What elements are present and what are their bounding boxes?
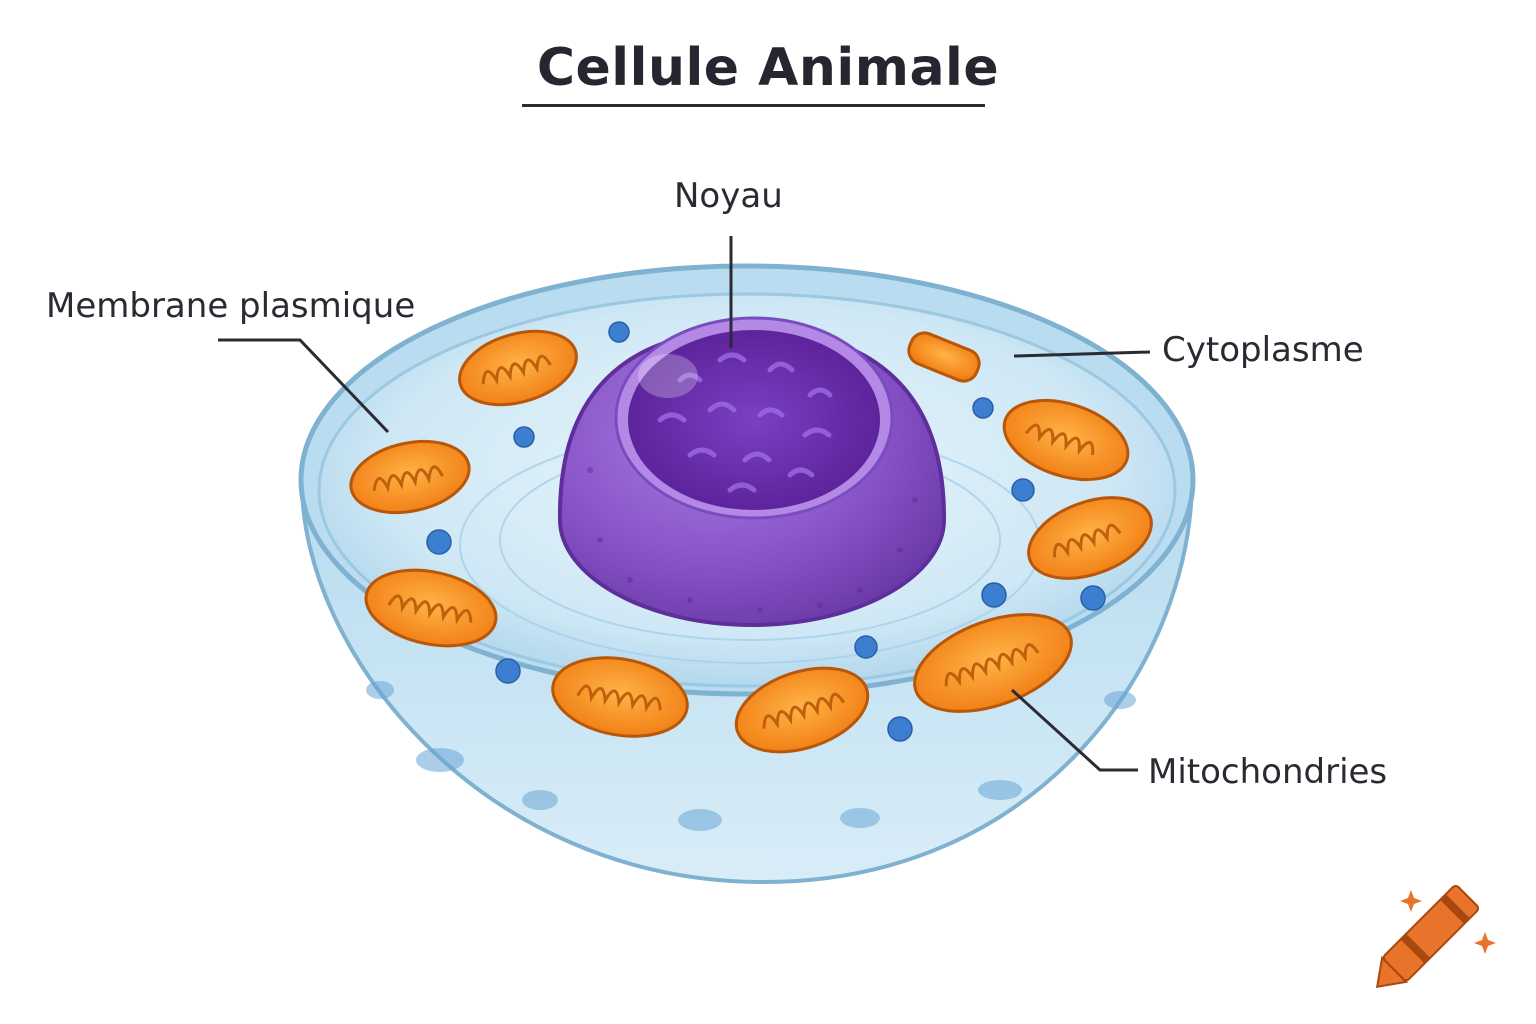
mitochondria-group [349,329,1153,754]
leader-cytoplasm [1013,350,1151,358]
title-underline [522,104,985,107]
nucleus-highlight [638,354,698,398]
nucleus-texture [587,467,918,613]
nucleus [557,316,947,628]
leader-mitochondria [1010,688,1138,772]
chromatin [657,352,833,493]
sparkle-icon [1400,890,1496,954]
mitochondrion [1027,496,1153,580]
bowl-texture [366,681,1136,831]
crayon-logo-icon [1375,884,1480,989]
mitochondrion [349,439,471,515]
label-membrane: Membrane plasmique [46,286,416,326]
leader-membrane [218,338,390,434]
mitochondrion [1002,398,1130,482]
label-mitochondria: Mitochondries [1148,752,1388,792]
label-cytoplasm: Cytoplasme [1162,330,1364,370]
label-nucleus: Noyau [674,176,783,216]
mitochondrion [364,568,498,648]
mitochondrion [734,666,870,754]
mitochondrion [913,613,1073,713]
leader-lines [218,236,1151,772]
mitochondrion [551,656,689,738]
vesicles [426,321,1106,742]
mitochondrion-small [907,331,981,383]
mitochondrion [458,329,578,407]
diagram-title: Cellule Animale [536,38,1000,98]
